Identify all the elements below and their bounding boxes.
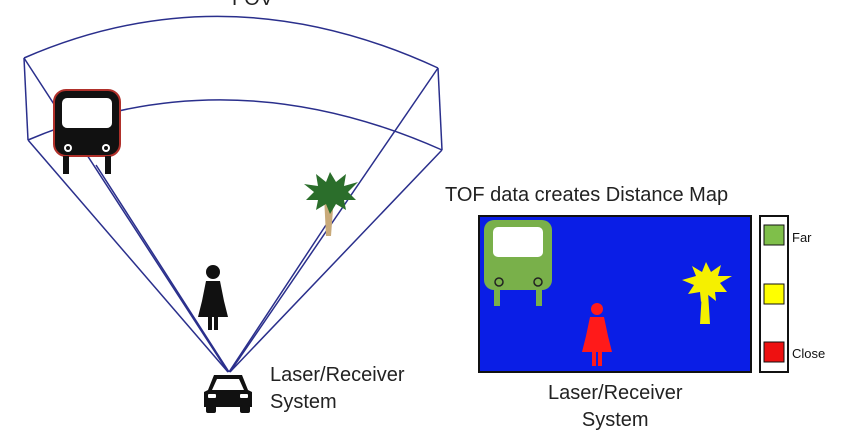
- map-bus-icon: [484, 220, 552, 306]
- fov-right-top-edge: [437, 67, 443, 151]
- legend-far-label: Far: [792, 230, 812, 245]
- legend-close-swatch: [763, 341, 785, 363]
- map-person-icon: [582, 303, 612, 366]
- distance-map-title: TOF data creates Distance Map: [445, 184, 729, 206]
- laser-label-line2: System: [270, 391, 337, 413]
- laser-receiver-label: Laser/Receiver System: [270, 362, 405, 416]
- caption-line2: System: [581, 409, 649, 431]
- bus-icon: [53, 89, 121, 174]
- legend-far-swatch: [763, 224, 785, 246]
- palm-tree-icon: [304, 172, 358, 236]
- fov-left-top-edge: [23, 57, 29, 141]
- caption-line1: Laser/Receiver: [548, 382, 683, 404]
- distance-map: [478, 215, 752, 373]
- fov-label: FOV: [232, 0, 273, 11]
- legend-mid-swatch: [763, 283, 785, 305]
- map-tree-icon: [682, 262, 732, 324]
- ray-to-tree: [228, 224, 327, 373]
- fov-ray-right-outer: [229, 67, 439, 373]
- field-of-view: [23, 15, 443, 373]
- person-icon: [198, 265, 228, 330]
- legend-close-label: Close: [792, 346, 826, 361]
- distance-legend: [759, 215, 789, 373]
- fov-ray-right-inner: [229, 149, 443, 373]
- fov-ray-left-inner: [27, 139, 229, 373]
- distance-map-caption: Laser/Receiver System: [548, 380, 683, 434]
- car-icon: [204, 375, 252, 413]
- laser-label-line1: Laser/Receiver: [270, 364, 405, 386]
- ray-to-bus: [95, 164, 230, 373]
- fov-outer-arc: [23, 15, 439, 69]
